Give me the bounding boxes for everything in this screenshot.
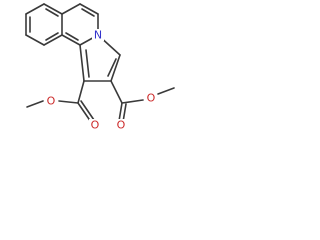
bond: [61, 3, 81, 15]
double-bond-inner: [65, 32, 79, 41]
atom-carbonyl-oxygen-right: O: [116, 119, 127, 132]
bond: [121, 99, 144, 104]
bond: [110, 54, 121, 82]
methyl-ester-right: [110, 80, 175, 123]
ester-oxygen-label: O: [147, 92, 156, 105]
methyl-bond: [157, 87, 175, 95]
carbonyl-double-bond: [80, 100, 95, 121]
atom-ester-oxygen-right: O: [145, 92, 157, 105]
carbonyl-double-bond: [118, 102, 123, 122]
chemical-structure-diagram: N O O O O: [25, 3, 175, 132]
bond: [79, 3, 99, 15]
bond: [79, 44, 85, 82]
double-bond-inner: [107, 58, 117, 77]
atom-nitrogen: N: [92, 29, 104, 42]
double-bond-inner: [45, 8, 59, 17]
carbonyl-oxygen-label: O: [91, 119, 100, 132]
pyrrole-ring: [79, 34, 121, 82]
bond: [43, 34, 63, 46]
carbonyl-double-bond: [77, 102, 92, 123]
bond: [43, 3, 63, 15]
methyl-ester-left: [26, 80, 95, 123]
bond: [61, 34, 81, 46]
bond: [110, 80, 123, 104]
methyl-bond: [26, 100, 44, 108]
bond: [58, 100, 79, 104]
atom-ester-oxygen-left: O: [46, 95, 58, 108]
carbonyl-oxygen-label: O: [117, 119, 126, 132]
bond: [25, 34, 45, 46]
nitrogen-label: N: [94, 29, 102, 42]
ester-oxygen-label: O: [47, 95, 56, 108]
bond: [25, 3, 45, 15]
double-bond-inner: [45, 32, 59, 41]
atom-carbonyl-oxygen-left: O: [89, 119, 100, 132]
double-bond-inner: [85, 49, 90, 78]
bond: [77, 80, 85, 104]
benzene-ring: [25, 3, 63, 46]
double-bond-inner: [81, 8, 95, 17]
